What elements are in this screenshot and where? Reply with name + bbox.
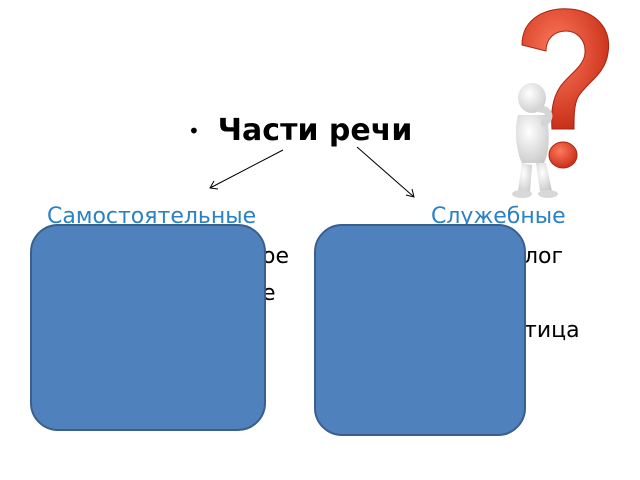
thinking-person-with-question-mark-icon [512, 8, 610, 198]
arrowhead-right [405, 188, 415, 198]
partial-text-right-1: лог [524, 244, 564, 269]
arrow-to-left [209, 149, 284, 189]
title-row: • Части речи [188, 116, 412, 146]
bullet-point: • [188, 119, 200, 143]
slide-title: Части речи [217, 113, 413, 148]
cover-box-right[interactable] [314, 224, 526, 436]
partial-text-right-2: тица [524, 318, 580, 343]
cover-box-left[interactable] [30, 224, 266, 431]
label-samostoyatelnye: Самостоятельные [47, 204, 257, 229]
label-sluzhebnye: Служебные [431, 204, 566, 229]
arrow-to-right [356, 146, 415, 198]
arrowhead-left [209, 180, 219, 190]
partial-text-left-1: ое [262, 244, 289, 269]
